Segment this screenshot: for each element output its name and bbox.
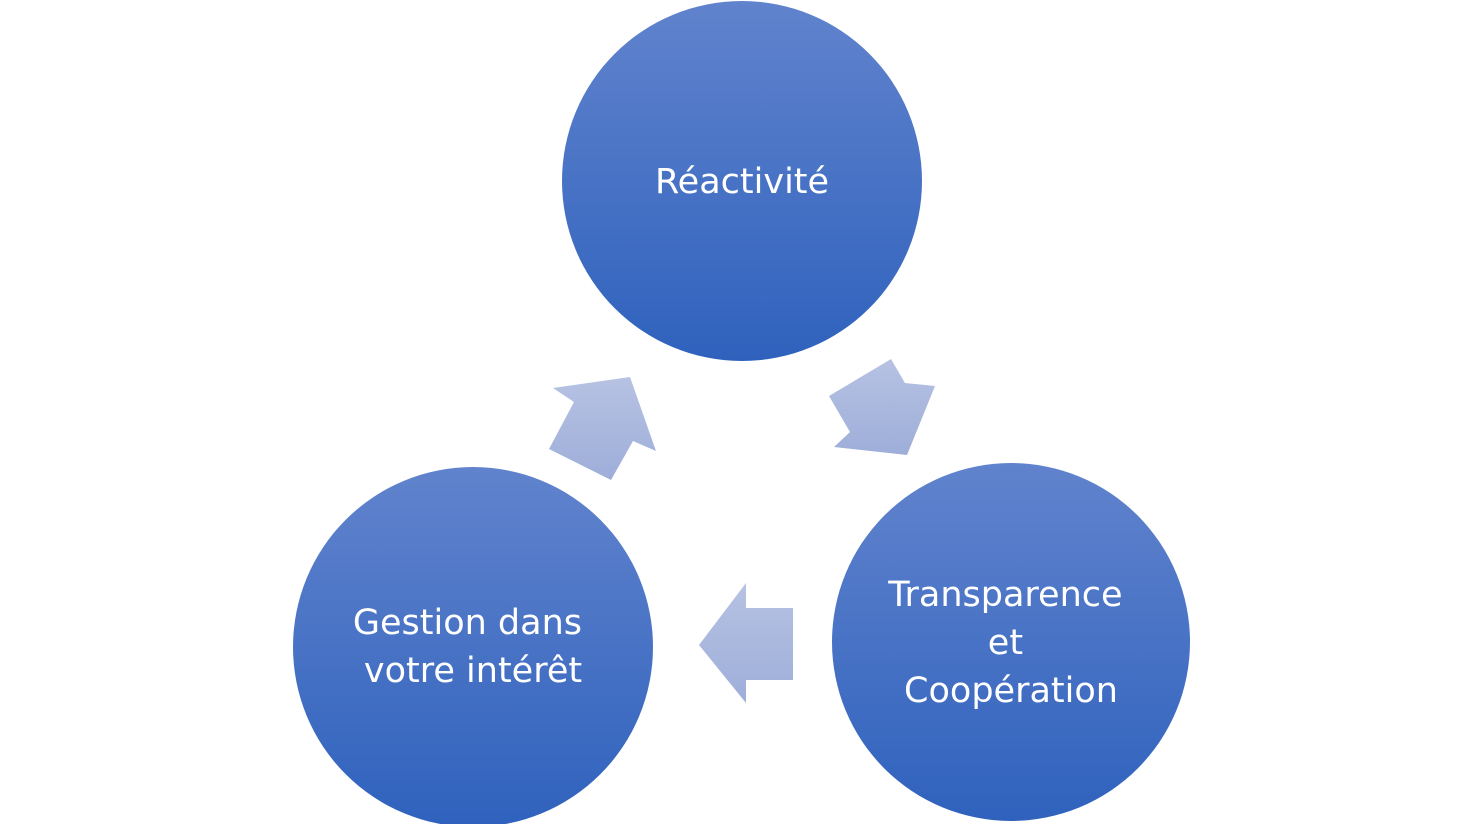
arrow-right-to-left (699, 583, 793, 703)
svg-text:Réactivité: Réactivité (655, 162, 829, 202)
node-label-line: Coopération (904, 671, 1118, 711)
node-label-line: et (988, 623, 1023, 663)
node-circle (293, 467, 653, 824)
node-circle (562, 1, 922, 361)
node-circle (832, 463, 1190, 821)
node-reactivite: Réactivité (562, 1, 922, 361)
svg-text:Transparence et Co: Transparence et Coopération (887, 575, 1133, 711)
node-transparence-cooperation: Transparence et Coopération (832, 463, 1190, 821)
node-label-line: votre intérêt (364, 651, 582, 691)
arrow-left-to-top (549, 377, 656, 480)
node-label-line: Réactivité (655, 162, 829, 202)
svg-text:Gestion dans votre intér: Gestion dans votre intérêt (353, 603, 593, 691)
arrow-top-to-right (829, 359, 935, 455)
node-label-line: Gestion dans (353, 603, 582, 643)
node-label-line: Transparence (887, 575, 1122, 615)
node-gestion-interet: Gestion dans votre intérêt (293, 467, 653, 824)
